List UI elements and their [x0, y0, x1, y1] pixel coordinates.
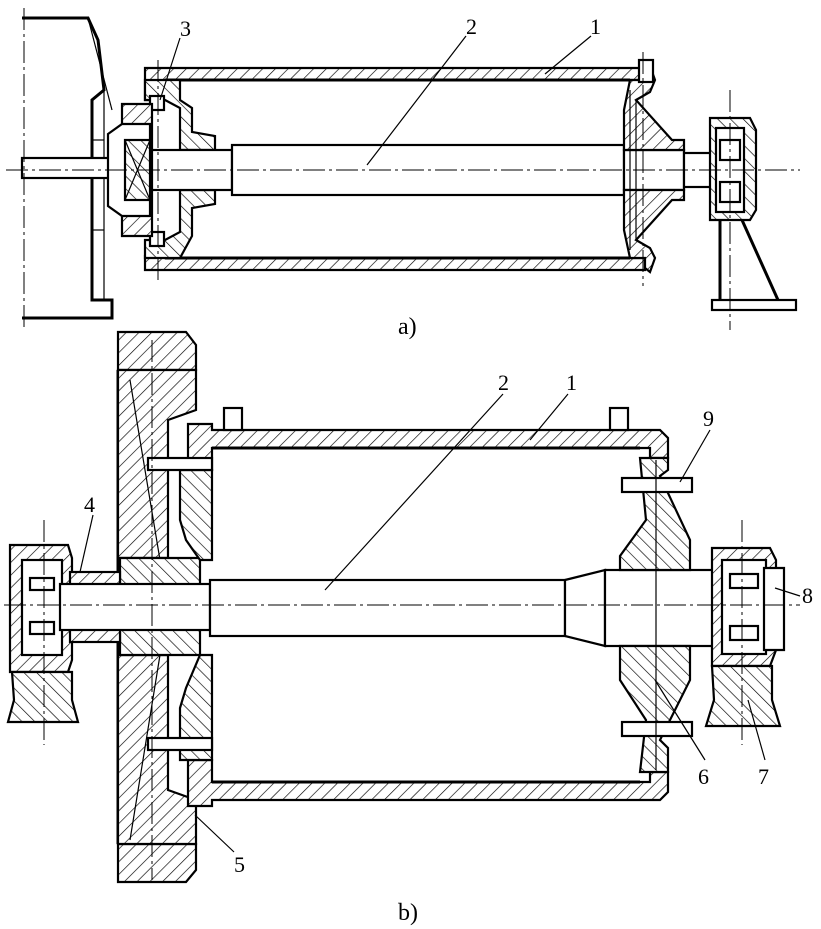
right-hub-a	[622, 58, 686, 274]
shell-a	[143, 66, 647, 272]
label-b-7: 7	[758, 764, 769, 789]
label-b-1: 1	[566, 370, 577, 395]
right-bearing-a	[708, 116, 798, 312]
label-b-2: 2	[498, 370, 509, 395]
label-a-1: 1	[590, 14, 601, 39]
left-flange-b	[146, 406, 630, 762]
figure-b: 4 2 1 9 8 6 7 5 b)	[4, 330, 813, 926]
left-hub-a	[106, 78, 217, 260]
right-hub-b	[618, 456, 694, 774]
left-bearing-b	[6, 543, 122, 724]
figure-a: 3 2 1 a)	[6, 8, 800, 340]
label-a-3: 3	[180, 16, 191, 41]
label-b-5: 5	[234, 852, 245, 877]
shell-b	[186, 422, 670, 808]
label-a-2: 2	[466, 14, 477, 39]
caption-b: b)	[398, 900, 418, 926]
label-b-8: 8	[802, 583, 813, 608]
label-b-4: 4	[84, 492, 95, 517]
caption-a: a)	[398, 314, 417, 340]
right-bearing-b	[704, 546, 786, 728]
label-b-9: 9	[703, 406, 714, 431]
drive-housing-a	[20, 16, 124, 320]
label-b-6: 6	[698, 764, 709, 789]
